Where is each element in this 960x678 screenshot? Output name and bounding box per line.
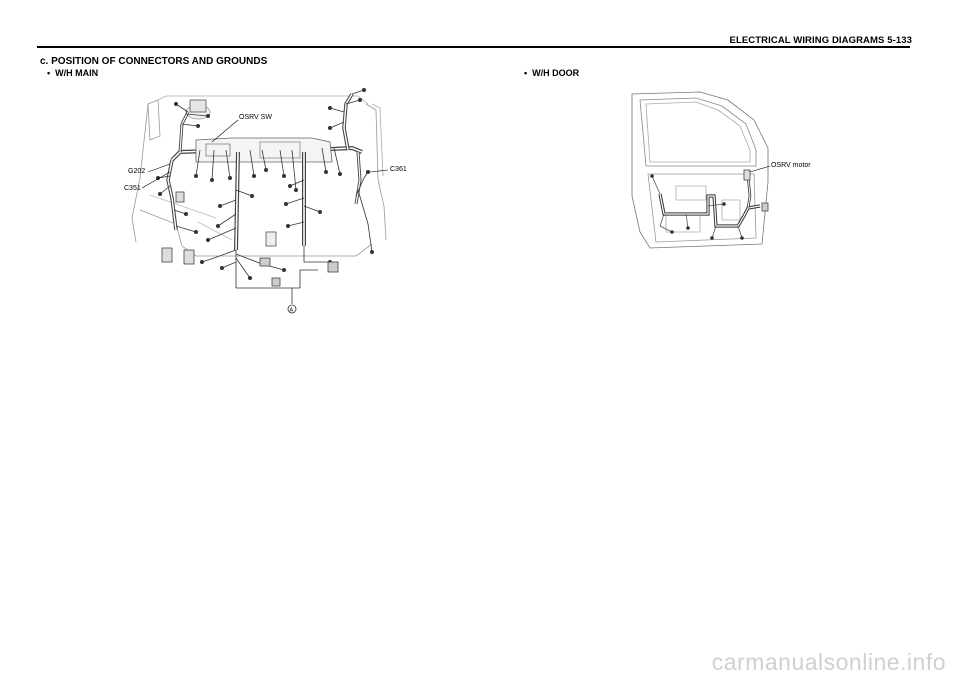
bullet-dot: • <box>524 68 528 78</box>
section-heading: c. POSITION OF CONNECTORS AND GROUNDS <box>40 56 268 67</box>
door-harness-diagram <box>631 91 771 249</box>
header-divider <box>37 46 910 48</box>
bullet-wh-main-label: W/H MAIN <box>55 68 99 78</box>
bullet-dot: • <box>47 68 51 78</box>
label-ground-a: A <box>290 308 294 314</box>
label-c351: C351 <box>124 185 141 192</box>
label-osrv-motor: OSRV motor <box>771 162 811 169</box>
label-g202: G202 <box>128 168 145 175</box>
label-c361: C361 <box>390 166 407 173</box>
main-harness-diagram <box>131 88 389 314</box>
watermark: carmanualsonline.info <box>711 649 946 675</box>
bullet-wh-door-label: W/H DOOR <box>532 68 580 78</box>
bullet-wh-main: • W/H MAIN <box>47 68 98 78</box>
page-header-title: ELECTRICAL WIRING DIAGRAMS 5-133 <box>729 35 912 46</box>
bullet-wh-door: • W/H DOOR <box>524 68 579 78</box>
label-osrv-sw: OSRV SW <box>239 114 272 121</box>
